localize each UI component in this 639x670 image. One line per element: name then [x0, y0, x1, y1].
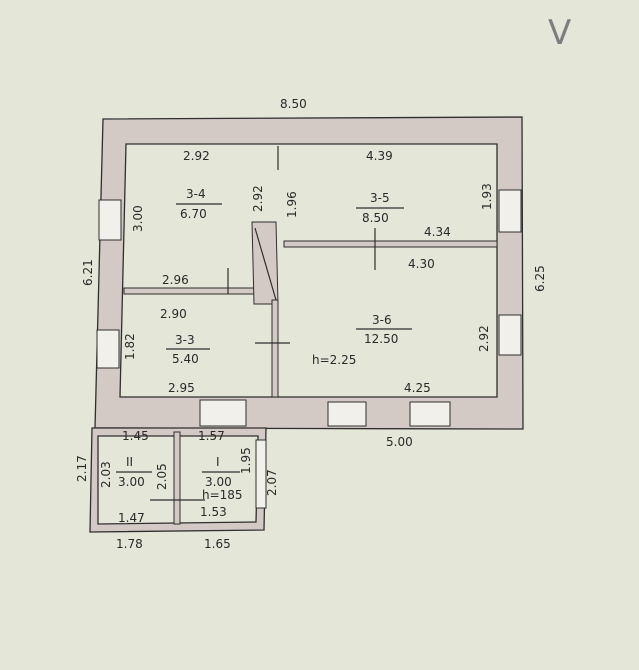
- r35-number: 3-5: [370, 191, 390, 205]
- r33-h-left: 1.82: [123, 333, 137, 360]
- check-mark: V: [548, 13, 571, 53]
- r33-w-top: 2.90: [160, 307, 187, 321]
- rI-h-right: 2.07: [265, 469, 279, 496]
- r35-h-left: 1.96: [285, 191, 299, 218]
- r36-w-bottom: 4.25: [404, 381, 431, 395]
- r35-w-bottom: 4.34: [424, 225, 451, 239]
- dim-width-top: 8.50: [280, 97, 307, 111]
- r33-w-bottom: 2.95: [168, 381, 195, 395]
- r34-w-top: 2.92: [183, 149, 210, 163]
- r35-w-top: 4.39: [366, 149, 393, 163]
- r34-h-right: 2.92: [251, 185, 265, 212]
- door-entrance: [199, 399, 247, 427]
- dim-width-bottom: 5.00: [386, 435, 413, 449]
- window-bottom-right: [409, 401, 451, 427]
- rII-w-top: 1.45: [122, 429, 149, 443]
- main-outer-wall: [94, 116, 524, 430]
- annex-outer-wall: [89, 427, 267, 533]
- rI-number: I: [216, 455, 220, 469]
- r36-h-right: 2.92: [477, 325, 491, 352]
- r33-number: 3-3: [175, 333, 195, 347]
- annex-outer-bottom-right: 1.65: [204, 537, 231, 551]
- rII-h-left: 2.03: [99, 461, 113, 488]
- rII-number: II: [126, 455, 133, 469]
- window-left-bottom: [96, 329, 120, 369]
- r36-number: 3-6: [372, 313, 392, 327]
- r34-area: 6.70: [180, 207, 207, 221]
- rI-h-left: 1.95: [239, 447, 253, 474]
- annex-outer-left: 2.17: [75, 455, 89, 482]
- wall-stove-3-3: [271, 299, 279, 398]
- dim-height-right: 6.25: [533, 265, 547, 292]
- r36-height-note: h=2.25: [312, 353, 356, 367]
- rI-area: 3.00: [205, 475, 232, 489]
- rII-area: 3.00: [118, 475, 145, 489]
- r34-w-bottom: 2.96: [162, 273, 189, 287]
- rII-h-right: 2.05: [155, 463, 169, 490]
- stove-hatch: [254, 227, 277, 301]
- rI-height-note: h=185: [202, 488, 243, 502]
- rI-w-top: 1.57: [198, 429, 225, 443]
- r35-area: 8.50: [362, 211, 389, 225]
- window-left-top: [98, 199, 122, 241]
- annex-outer-bottom-left: 1.78: [116, 537, 143, 551]
- wall-ii-i: [173, 431, 181, 525]
- window-bottom-left: [327, 401, 367, 427]
- r35-h-right: 1.93: [480, 183, 494, 210]
- r34-h-left: 3.00: [131, 205, 145, 232]
- wall-3-4-3-3: [123, 287, 275, 295]
- rII-w-bottom: 1.47: [118, 511, 145, 525]
- window-right-top: [498, 189, 522, 233]
- r36-w-top: 4.30: [408, 257, 435, 271]
- r34-number: 3-4: [186, 187, 206, 201]
- window-right-bottom: [498, 314, 522, 356]
- dim-height-left: 6.21: [81, 259, 95, 286]
- r36-area: 12.50: [364, 332, 398, 346]
- rI-w-bottom: 1.53: [200, 505, 227, 519]
- annex-window: [255, 439, 267, 509]
- r33-area: 5.40: [172, 352, 199, 366]
- wall-3-5-3-6: [283, 240, 498, 248]
